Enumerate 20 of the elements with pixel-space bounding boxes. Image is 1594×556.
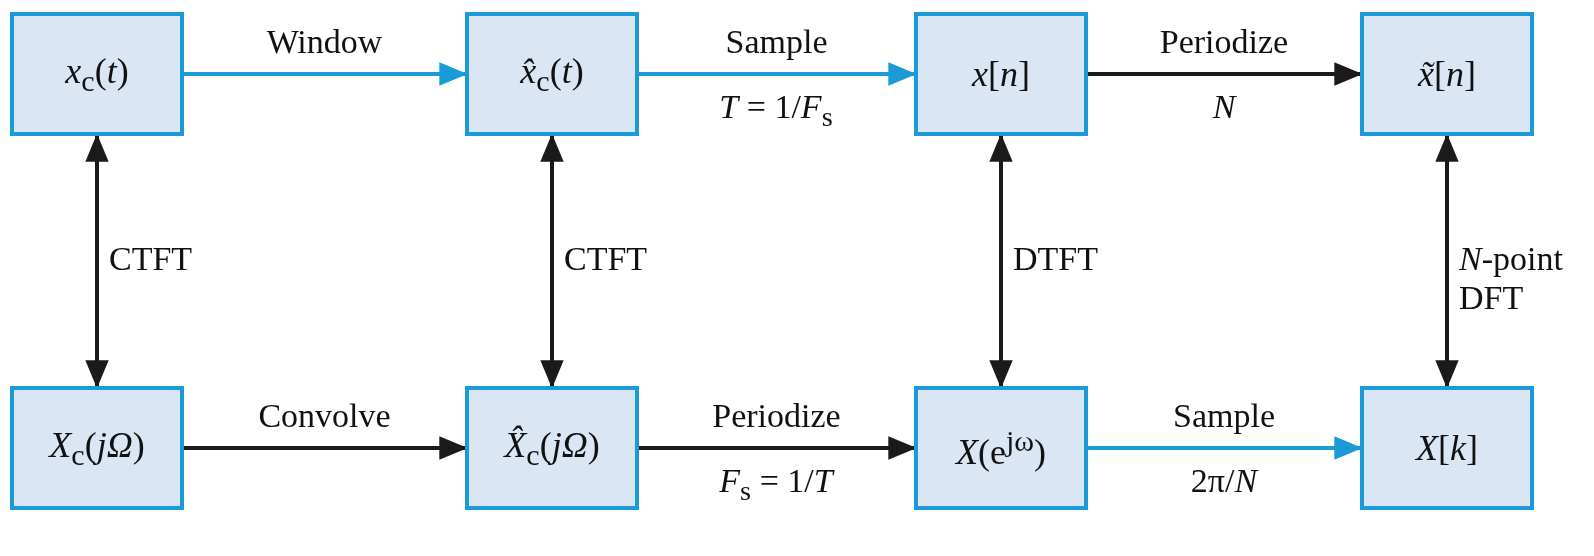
- signal-label: x[n]: [972, 53, 1030, 95]
- signal-label: X(e$^{jω}$): [955, 423, 1047, 473]
- signal-box: [10, 386, 184, 510]
- signal-box: [465, 386, 639, 510]
- signal-label: X$_{c}$(jΩ): [49, 423, 145, 473]
- signal-box: [1360, 386, 1534, 510]
- signal-box: [10, 12, 184, 136]
- parameter-label: T = 1/F$_{s}$: [719, 88, 833, 133]
- signal-box: [914, 12, 1088, 136]
- signal-box: [1360, 12, 1534, 136]
- parameter-label: F$_{s}$ = 1/T: [719, 462, 833, 507]
- signal-label: X̂$_{c}$(jΩ): [504, 423, 600, 473]
- signal-label: x$_{c}$(t): [65, 49, 129, 99]
- parameter-label: 2π/N: [1190, 462, 1258, 500]
- signal-box: [465, 12, 639, 136]
- signal-label: x̂$_{c}$(t): [520, 49, 584, 99]
- signal-label: x̃[n]: [1418, 53, 1476, 95]
- signal-label: X[k]: [1416, 427, 1478, 469]
- parameter-label: N: [1212, 88, 1236, 126]
- signal-box: [914, 386, 1088, 510]
